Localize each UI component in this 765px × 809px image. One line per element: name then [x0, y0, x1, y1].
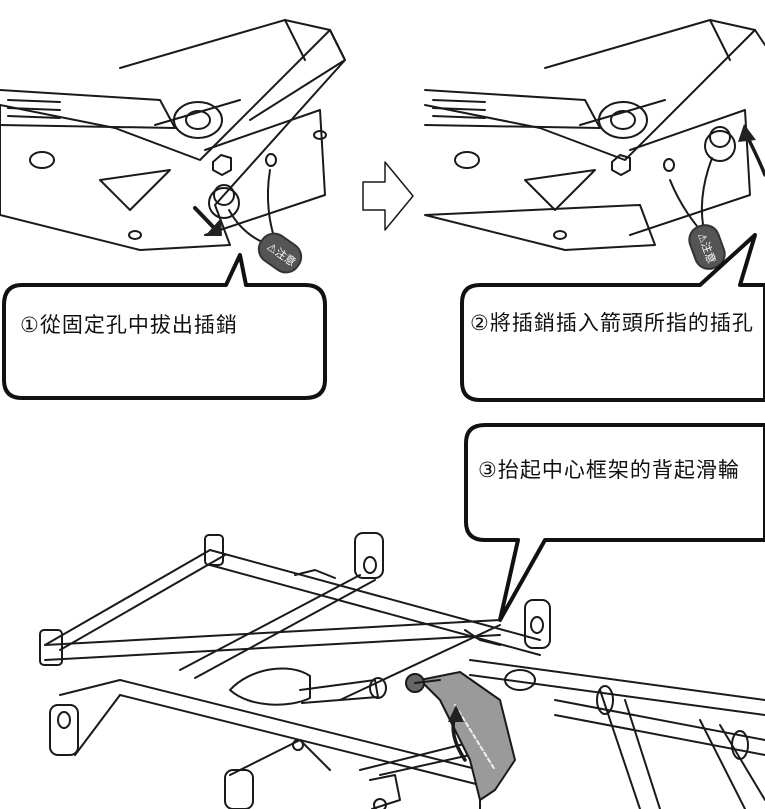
callout-box-1: [2, 253, 327, 400]
callout-box-2: [460, 233, 765, 402]
caution-tag-1: ⚠注意: [257, 232, 303, 274]
callout-box-3: [464, 423, 765, 622]
step-2-label: ②將插銷插入箭頭所指的插孔: [470, 311, 754, 335]
panel-1-drawing: [0, 19, 346, 251]
panel-2-drawing: [424, 19, 765, 251]
next-arrow-icon: [362, 161, 414, 231]
frame-drawing: [39, 532, 765, 809]
caution-tag-2: ⚠注意: [688, 224, 726, 270]
step-1-label: ①從固定孔中拔出插銷: [20, 313, 238, 337]
step-3-label: ③抬起中心框架的背起滑輪: [478, 458, 740, 482]
